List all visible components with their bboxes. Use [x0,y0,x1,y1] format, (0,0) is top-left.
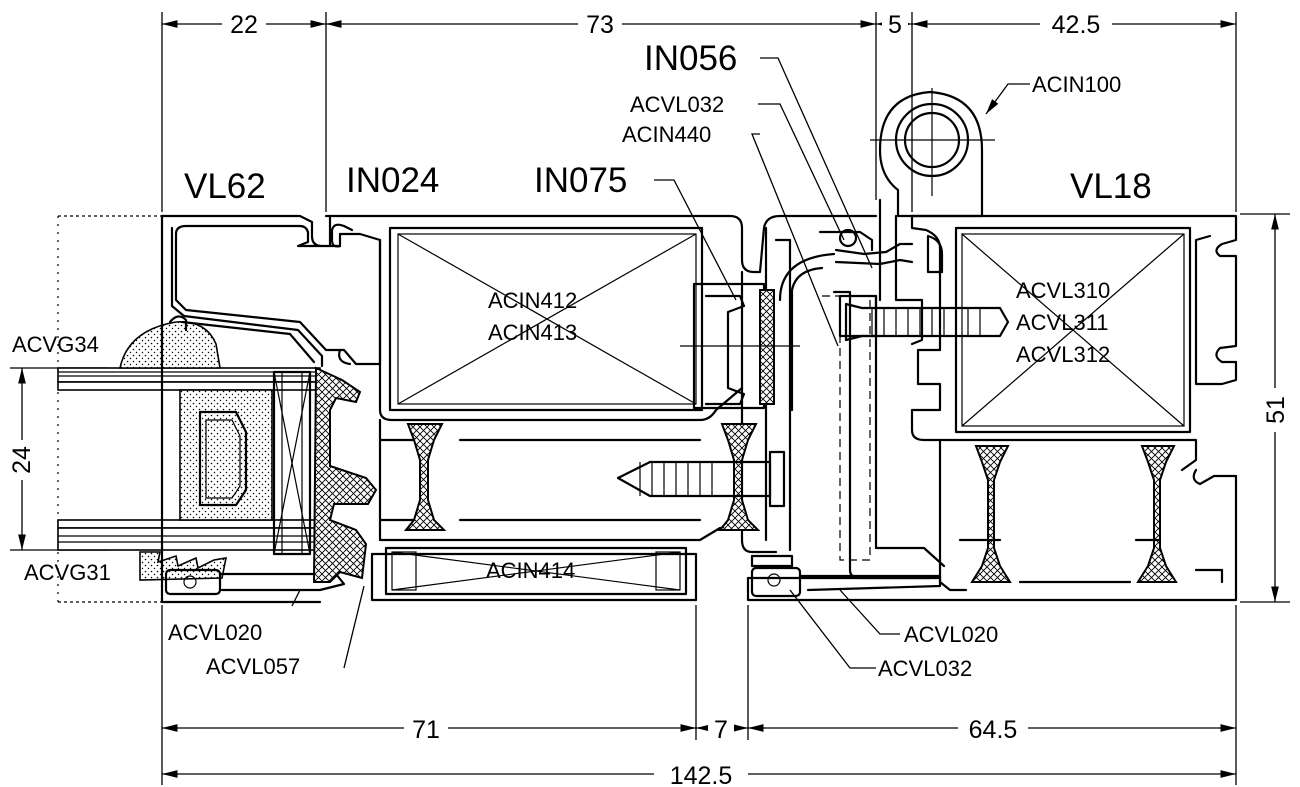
vl18-sash-profile [746,214,1238,602]
dim-24: 24 [8,446,36,474]
acvg34-gasket [119,321,221,369]
label-vl18: VL18 [1070,167,1152,206]
label-acvl032-bottom: ACVL032 [878,656,972,681]
label-acin412: ACIN412 [488,288,577,313]
dim-5: 5 [888,11,902,39]
label-acin413: ACIN413 [488,320,577,345]
label-acin414: ACIN414 [486,558,575,583]
label-acvl312: ACVL312 [1016,342,1110,367]
dim-71: 71 [412,716,440,744]
acvl057-gasket [312,366,378,583]
in056-profile [778,228,946,580]
acvg31-gasket [139,551,228,581]
label-vl62: VL62 [184,167,266,206]
thermal-strip-1 [403,423,447,531]
label-acin100: ACIN100 [1032,72,1121,97]
dim-7: 7 [714,716,728,744]
label-in075: IN075 [534,161,627,200]
thermal-strip-4 [1136,445,1178,583]
dim-73: 73 [586,11,614,39]
glazing-unit [57,215,321,603]
leader-lines [291,57,1030,669]
label-acvl057: ACVL057 [206,654,300,679]
frame-screw [616,450,786,508]
label-acvl020-right: ACVL020 [904,622,998,647]
label-acvl032-top: ACVL032 [630,92,724,117]
vl62-sash-profile [160,214,382,604]
dim-22: 22 [230,11,258,39]
label-acvg31: ACVG31 [24,560,111,585]
dim-64-5: 64.5 [969,716,1018,744]
dim-42-5: 42.5 [1052,11,1101,39]
label-acvg34: ACVG34 [12,332,99,357]
in075-profile [680,282,800,410]
thermal-strip-3 [970,445,1012,583]
thermal-strip-2 [717,423,761,531]
label-acin440: ACIN440 [622,122,711,147]
dim-142-5: 142.5 [670,762,733,787]
label-acvl311: ACVL311 [1016,310,1109,335]
sash-screw [844,302,1010,342]
bottom-seals [750,554,942,598]
dim-51: 51 [1262,396,1290,424]
label-acvl310: ACVL310 [1016,278,1110,303]
label-acvl020-left: ACVL020 [168,620,262,645]
label-in024: IN024 [346,161,439,200]
in024-frame-profile [324,214,878,602]
label-in056: IN056 [644,39,737,78]
acin100-hinge [870,88,995,346]
